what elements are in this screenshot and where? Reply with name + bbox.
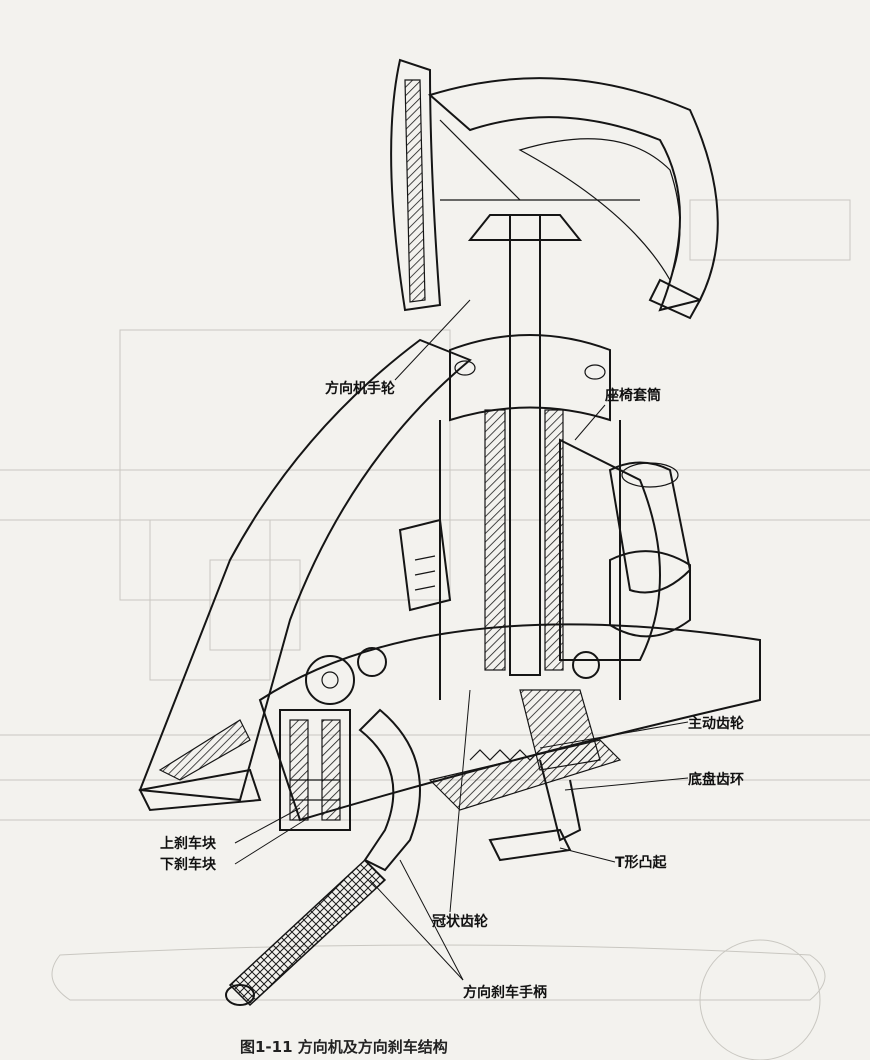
leader-lines [234,299,689,981]
figure-caption: 图1-11 方向机及方向刹车结构 [240,1038,448,1056]
label-seat-sleeve: 座椅套筒 [605,387,661,404]
background-bleed-through [0,199,870,1060]
handwheel-drawing [390,58,719,320]
label-t-boss: T形凸起 [615,854,668,871]
label-brake-handle: 方向刹车手柄 [463,984,547,1001]
label-drive-gear: 主动齿轮 [688,715,744,732]
carriage-brake-drawing [138,338,472,1007]
label-crown-gear: 冠状齿轮 [432,913,488,930]
label-base-ring-gear: 底盘齿环 [688,771,744,788]
label-upper-brake-block: 上刹车块 [160,835,217,852]
base-gears-drawing [258,623,761,862]
label-lower-brake-block: 下刹车块 [160,856,217,873]
shaft-housing-drawing [439,214,692,700]
label-handwheel: 方向机手轮 [325,380,395,397]
